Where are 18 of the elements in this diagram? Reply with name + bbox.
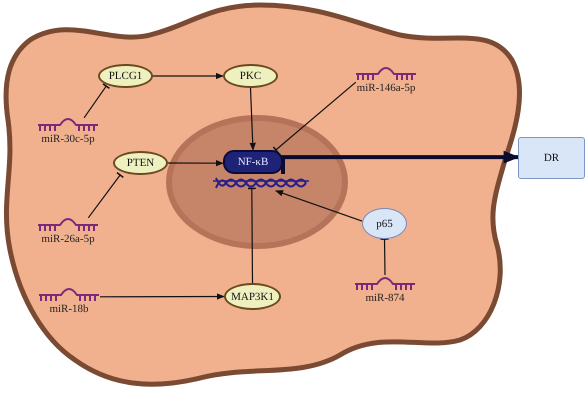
inhibition-line (380, 238, 390, 275)
inhibition-line (88, 172, 124, 218)
process-box: DR (518, 137, 585, 179)
mirna-label: miR-30c-5p (41, 133, 95, 145)
arrow (153, 72, 224, 80)
inhibition-line (247, 188, 257, 283)
inhibition-line (84, 83, 110, 118)
arrow (100, 293, 225, 300)
inhibition-line (272, 82, 356, 154)
arrow (168, 160, 224, 166)
arrow (250, 88, 256, 151)
transcription-factor-box: NF-κB (223, 150, 283, 174)
thick-arrow (281, 150, 520, 174)
mirna-label: miR-18b (49, 303, 89, 315)
mirna-label: miR-874 (365, 292, 405, 304)
mirna-label: miR-146a-5p (356, 82, 416, 94)
arrow (275, 190, 362, 222)
mirna-label: miR-26a-5p (41, 233, 95, 245)
